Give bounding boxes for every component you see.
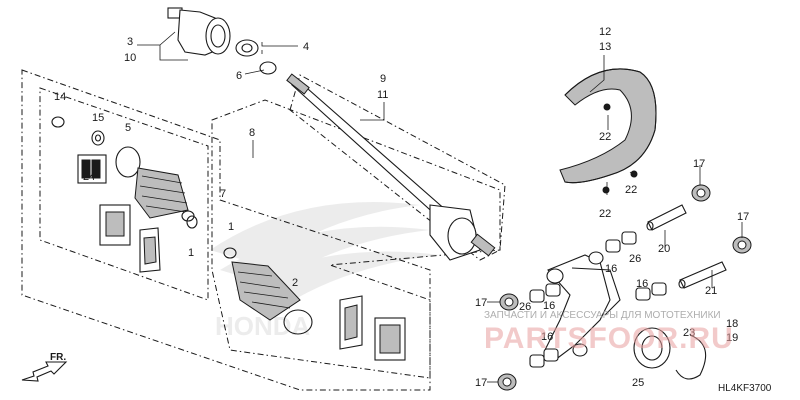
callout-25: 25: [632, 377, 644, 389]
callout-17b: 17: [737, 211, 749, 223]
callout-14: 14: [54, 91, 66, 103]
svg-text:HONDA: HONDA: [215, 311, 311, 341]
callout-10: 10: [124, 52, 136, 64]
callout-17c: 17: [475, 297, 487, 309]
circlip-part-6: [259, 61, 277, 75]
callout-3: 3: [127, 36, 133, 48]
callout-2: 2: [292, 277, 298, 289]
band-part-5: [115, 146, 141, 178]
callout-1a: 1: [228, 221, 234, 233]
callout-9: 9: [380, 73, 386, 85]
leader-lines: [137, 31, 743, 383]
callout-19: 19: [726, 332, 738, 344]
grease-tube-group7: [99, 204, 161, 273]
callout-22a: 22: [599, 131, 611, 143]
callout-11: 11: [377, 89, 388, 101]
boot-part-7: [134, 167, 195, 222]
seals-part-17: [497, 184, 752, 391]
site-watermark: ЗАПЧАСТИ И АКСЕССУАРЫ ДЛЯ МОТОТЕХНИКИ PA…: [484, 310, 734, 355]
drive-shaft-part-9: [286, 73, 496, 261]
front-direction-arrow: FR.: [21, 352, 68, 382]
callout-12: 12: [599, 26, 611, 38]
band-large-part-2: [283, 309, 313, 335]
circlip-part-23: [675, 334, 707, 380]
watermark-tagline: ЗАПЧАСТИ И АКСЕССУАРЫ ДЛЯ МОТОТЕХНИКИ: [484, 310, 721, 321]
callout-26-mid: 26: [519, 301, 531, 313]
callout-labels: 3 10 4 6 9 11 12 13 14 15 5 8 22 17 24 7…: [54, 26, 772, 394]
callout-16a: 16: [605, 263, 617, 275]
wheel-bearing-part-25: [633, 327, 671, 369]
grease-tube-group8: [339, 295, 406, 361]
callout-17a: 17: [693, 158, 705, 170]
callout-18: 18: [726, 318, 738, 330]
band-small-part-1b: [223, 247, 237, 259]
callout-20: 20: [658, 243, 670, 255]
callout-16d: 16: [541, 331, 553, 343]
callout-13: 13: [599, 41, 611, 53]
bushings-part-16: [529, 231, 667, 368]
pivot-pin-part-20: [646, 204, 687, 231]
callout-5: 5: [125, 122, 131, 134]
callout-15: 15: [92, 112, 104, 124]
pivot-pin-part-21: [678, 261, 727, 289]
grease-pack-24: [77, 154, 107, 184]
callout-23: 23: [683, 327, 695, 339]
watermark-brand: PARTSFOOR.RU: [484, 322, 734, 355]
callout-21: 21: [705, 285, 717, 297]
callout-7: 7: [220, 188, 226, 200]
callout-8: 8: [249, 127, 255, 139]
callout-22c: 22: [599, 208, 611, 220]
front-label: FR.: [50, 352, 66, 363]
callout-17d: 17: [475, 377, 487, 389]
callout-4: 4: [303, 41, 309, 53]
diagram-code: HL4KF3700: [718, 383, 772, 394]
callout-16b: 16: [636, 278, 648, 290]
group-box-7: [39, 87, 209, 301]
callout-16c: 16: [543, 300, 555, 312]
skid-plate-part-12: [559, 68, 657, 194]
group-box-outer: [21, 69, 431, 391]
callout-6: 6: [236, 70, 242, 82]
callout-22b: 22: [625, 184, 637, 196]
inner-joint-part-3: [167, 7, 231, 56]
callout-26-top: 26: [629, 253, 641, 265]
clip-part-14: [51, 116, 65, 128]
outer-boot-part-8: [231, 261, 301, 321]
band-small-part-1a: [186, 215, 198, 229]
bearing-part-4: [235, 39, 259, 57]
callout-1b: 1: [188, 247, 194, 259]
knuckle-arm-assembly: [544, 251, 621, 361]
washer-part-15: [91, 130, 105, 146]
callout-24: 24: [83, 171, 95, 183]
